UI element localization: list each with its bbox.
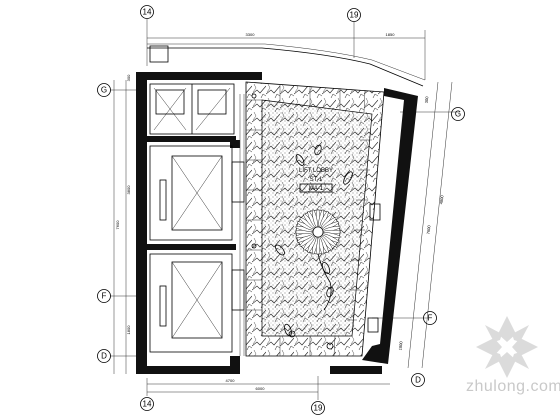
axis-bubble-bottom-14: 14: [140, 397, 154, 411]
elevator-shaft-1: [149, 145, 233, 241]
axis-label: D: [101, 352, 107, 361]
dim-right-top: 300: [424, 95, 430, 103]
right-dimensions: 7600 4800 300 1800: [372, 81, 460, 369]
dim-left-total: 7600: [115, 220, 120, 230]
axis-label: G: [101, 86, 107, 95]
axis-label: F: [428, 314, 433, 323]
dim-right-total: 7600: [426, 224, 432, 234]
top-dimensions: 3300 1850: [146, 30, 426, 87]
axis-label: G: [455, 110, 461, 119]
lobby-label: LIFT LOBBY ST-1 MA-1: [299, 168, 333, 193]
axis-bubble-top-14: 14: [140, 5, 154, 30]
axis-label: 14: [143, 400, 152, 409]
axis-label: F: [102, 292, 107, 301]
elevator-shaft-2: [149, 253, 233, 353]
bottom-dimensions: 4700 6000: [146, 376, 390, 400]
dim-bottom-total: 6000: [256, 386, 266, 391]
axis-bubble-left-d: D: [97, 349, 111, 363]
dim-right-bottom: 1800: [398, 340, 404, 350]
axis-bubble-right-g: G: [451, 107, 465, 121]
axis-label: 19: [350, 11, 359, 20]
walls: [136, 72, 418, 374]
axis-bubble-left-g: G: [97, 83, 111, 97]
left-dimensions: 7600 3800 1800 300: [110, 74, 138, 374]
dim-left-bottom: 1800: [126, 325, 131, 335]
watermark-logo-icon: [476, 316, 538, 378]
axis-label: D: [415, 376, 421, 385]
axis-bubble-right-f: F: [423, 311, 437, 325]
door-jambs: [231, 94, 245, 356]
axis-label: 19: [314, 404, 323, 413]
watermark-text: zhulong.com: [466, 378, 560, 395]
dim-bottom-left: 4700: [226, 378, 236, 383]
lobby-label-line1: LIFT LOBBY: [299, 168, 333, 174]
dim-top-right: 1850: [386, 32, 396, 37]
axis-bubble-left-f: F: [97, 289, 111, 303]
fixtures: [251, 93, 381, 350]
axis-bubble-top-19: 19: [347, 8, 361, 30]
lobby-label-line3: MA-1: [309, 186, 324, 192]
axis-bubble-bottom-19: 19: [311, 401, 325, 415]
axis-bubble-right-d: D: [411, 373, 425, 387]
dim-right-mid: 4800: [439, 194, 445, 204]
lobby-label-line2: ST-1: [310, 177, 323, 183]
dim-top-span: 3300: [246, 32, 256, 37]
dim-left-top: 300: [126, 74, 131, 81]
dim-left-mid: 3800: [126, 185, 131, 195]
axis-label: 14: [143, 8, 152, 17]
upper-shaft: [149, 83, 235, 135]
chrysanthemum-motif: [275, 144, 353, 337]
